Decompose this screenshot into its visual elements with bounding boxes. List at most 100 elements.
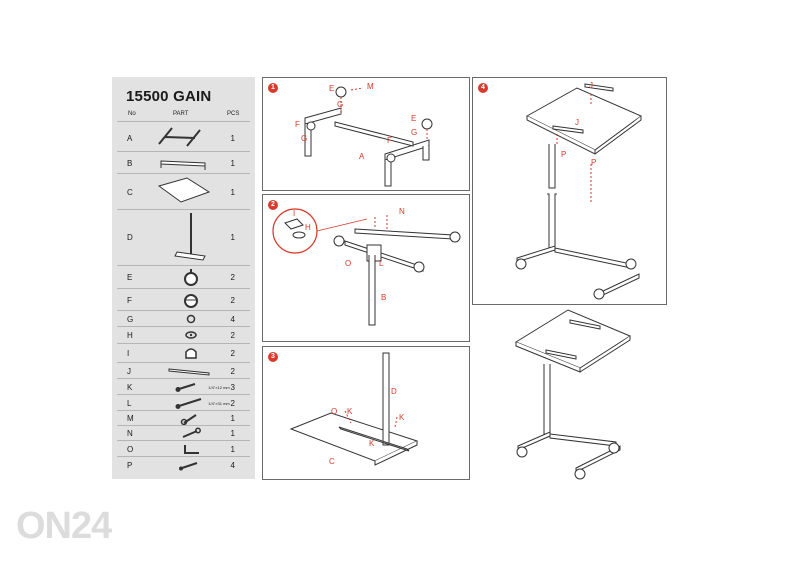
part-no: B [127, 159, 133, 168]
label-o: O [345, 259, 352, 268]
part-row-h: H 2 [117, 326, 250, 344]
part-pcs: 3 [230, 383, 235, 392]
part-pcs: 1 [230, 134, 235, 143]
label-k: K [399, 413, 405, 422]
part-row-e: E 2 [117, 265, 250, 289]
step-2-badge: 2 [268, 200, 278, 210]
cap-nut-i-icon [185, 348, 197, 359]
parts-list-title: 15500 GAIN [126, 88, 212, 105]
part-no: I [127, 349, 130, 358]
part-row-c: C 1 [117, 173, 250, 210]
finished-table-drawing [514, 309, 632, 480]
part-no: P [127, 461, 133, 470]
part-no: O [127, 445, 134, 454]
washer-h-icon [185, 331, 197, 339]
label-b: B [381, 293, 387, 302]
step-3-panel: 3 D O K K K C [262, 346, 470, 480]
step-4-badge: 4 [478, 83, 488, 93]
ring-g-icon [186, 314, 196, 324]
header-no: No [128, 111, 136, 117]
label-g: G [411, 128, 418, 137]
wrench-m-icon [180, 414, 197, 426]
part-pcs: 2 [230, 349, 235, 358]
part-row-p: P 4 [117, 456, 250, 473]
part-row-l: L 1/4"×31 mm 2 [117, 394, 250, 411]
step-1-panel: 1 E M G F G E F G A [262, 77, 470, 191]
label-p: P [561, 150, 567, 159]
on24-watermark: ON24 [16, 505, 112, 547]
part-row-f: F 2 [117, 288, 250, 311]
part-no: J [127, 367, 131, 376]
part-no: M [127, 414, 134, 423]
part-no: G [127, 315, 134, 324]
step-2-panel: 2 I H N O L B [262, 194, 470, 342]
part-pcs: 1 [230, 159, 235, 168]
label-j: J [589, 81, 593, 90]
top-mounting-drawing [289, 352, 419, 466]
base-frame-drawing [304, 86, 433, 187]
part-row-m: M 1 [117, 410, 250, 426]
part-row-g: G 4 [117, 310, 250, 327]
frame-a-icon [158, 127, 201, 147]
part-no: N [127, 429, 133, 438]
label-d: D [391, 387, 397, 396]
label-e: E [329, 84, 335, 93]
wrench-n-icon [182, 427, 201, 438]
label-k: K [347, 407, 353, 416]
part-row-j: J 2 [117, 362, 250, 379]
label-o: O [331, 407, 338, 416]
hex-key-o-icon [184, 445, 199, 454]
part-row-k: K 1/4"×12 mm 3 [117, 378, 250, 395]
screw-p-icon [179, 462, 198, 471]
part-pcs: 1 [230, 414, 235, 423]
bolt-spec: 1/4"×31 mm [208, 401, 230, 406]
bolt-k-icon [175, 383, 196, 392]
column-assembly-drawing [272, 208, 461, 326]
part-row-a: A 1 [117, 121, 250, 152]
part-row-d: D 1 [117, 209, 250, 266]
label-c: C [329, 457, 335, 466]
part-no: H [127, 331, 133, 340]
part-pcs: 1 [230, 429, 235, 438]
part-no: E [127, 273, 133, 282]
part-pcs: 1 [230, 445, 235, 454]
part-pcs: 4 [230, 315, 235, 324]
part-pcs: 1 [230, 233, 235, 242]
label-h: H [305, 223, 311, 232]
part-row-n: N 1 [117, 425, 250, 441]
label-f: F [295, 120, 300, 129]
part-row-b: B 1 [117, 151, 250, 174]
label-l: L [379, 259, 384, 268]
label-j: J [575, 118, 579, 127]
bracket-b-icon [160, 160, 206, 170]
part-pcs: 1 [230, 188, 235, 197]
bolt-spec: 1/4"×12 mm [208, 385, 230, 390]
part-no: A [127, 134, 133, 143]
final-assembly-drawing [515, 83, 642, 300]
part-row-i: I 2 [117, 343, 250, 363]
part-pcs: 2 [230, 296, 235, 305]
part-no: F [127, 296, 132, 305]
header-part: PART [173, 111, 189, 117]
part-pcs: 2 [230, 273, 235, 282]
step-1-badge: 1 [268, 83, 278, 93]
part-no: C [127, 188, 133, 197]
label-g: G [301, 134, 308, 143]
tabletop-c-icon [157, 177, 211, 203]
caster-e-icon [184, 269, 198, 286]
label-e: E [411, 114, 417, 123]
label-a: A [359, 152, 365, 161]
part-pcs: 2 [230, 367, 235, 376]
label-k: K [369, 439, 375, 448]
step-4-panel: 4 J J P P [472, 77, 667, 305]
label-p: P [591, 158, 597, 167]
parts-list: 15500 GAIN No PART PCS A 1 B 1 C 1 D 1 [112, 77, 255, 479]
label-i: I [293, 209, 296, 218]
column-d-icon [174, 213, 206, 261]
part-pcs: 2 [230, 331, 235, 340]
label-g: G [337, 100, 344, 109]
part-no: L [127, 399, 132, 408]
step-3-badge: 3 [268, 352, 278, 362]
locking-caster-f-icon [184, 294, 198, 308]
label-m: M [367, 82, 374, 91]
